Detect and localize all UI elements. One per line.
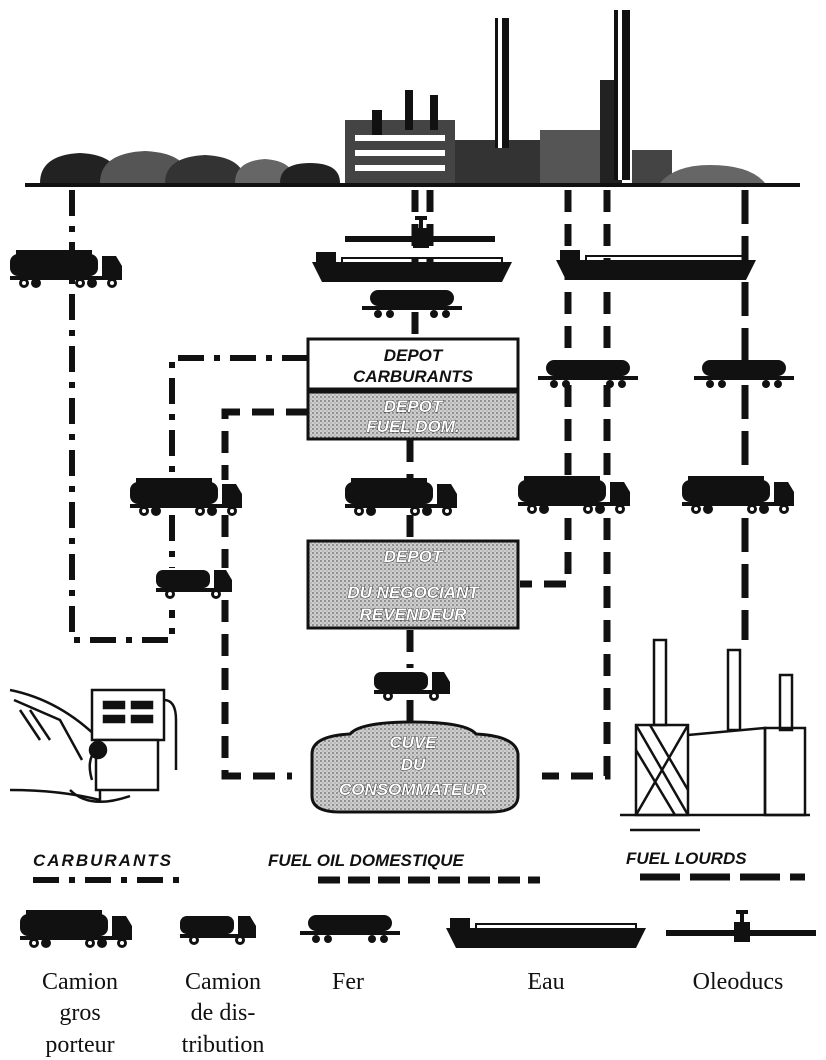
truck-big-icon [345,478,457,516]
depot-carburants-line-2: CARBURANTS [353,367,474,386]
cuve-line-1: CUVE [389,733,437,752]
line-fod-depot-left [221,408,308,480]
depot-negociant-line-2: DU NEGOCIANT [347,583,480,602]
barge-icon [555,249,757,281]
caption-camion-distribution-2: de dis- [191,1000,256,1026]
factory-building [620,638,810,832]
pipeline-valve-icon [345,216,495,248]
truck-big-icon [682,476,794,514]
cuve-consommateur-tank: CUVE DU CONSOMMATEUR [310,720,520,814]
barge-icon [445,917,647,949]
caption-camion-gros-porteur-1: Camion [42,969,118,995]
depot-fuel-dom-line-1: DEPOT [384,397,444,416]
caption-oleoducs: Oleoducs [693,969,784,995]
truck-small-icon [180,916,256,945]
caption-camion-distribution-3: tribution [182,1032,265,1058]
caption-camion-gros-porteur-2: gros [59,1000,100,1026]
line-carburants-left [69,190,175,643]
caption-camion-gros-porteur-3: porteur [45,1032,114,1058]
railcar-icon [538,360,638,388]
depot-carburants-line-1: DEPOT [384,346,444,365]
caption-eau: Eau [527,969,564,995]
truck-small-icon [156,570,232,599]
caption-fer: Fer [332,969,364,995]
truck-big-icon [518,476,630,514]
legend: CARBURANTS FUEL OIL DOMESTIQUE FUEL LOUR… [33,849,805,884]
vehicle-key: Camion gros porteur Camion de dis- tribu… [20,910,816,1058]
depot-negociant-line-3: REVENDEUR [360,605,467,624]
railcar-icon [694,360,794,388]
caption-camion-distribution-1: Camion [185,969,261,995]
legend-carburants: CARBURANTS [33,851,173,870]
depot-fuel-dom-line-2: FUEL DOM. [366,417,459,436]
legend-fuel-oil-domestique: FUEL OIL DOMESTIQUE [268,851,464,870]
line-carburants-depot [169,355,308,480]
truck-big-icon [130,478,242,516]
truck-big-icon [10,250,122,288]
cuve-line-2: DU [401,755,426,774]
truck-big-icon [20,910,132,948]
cuve-line-3: CONSOMMATEUR [339,780,488,799]
depot-negociant-box: DEPOT DU NEGOCIANT REVENDEUR [306,539,520,630]
barge-icon [311,251,513,283]
car-and-fuel-pump [9,688,178,803]
legend-fuel-lourds: FUEL LOURDS [626,849,747,868]
depot-fuel-dom-box: DEPOT FUEL DOM. [306,390,520,441]
refinery-skyline [25,10,800,187]
pipeline-valve-icon [666,910,816,942]
truck-small-icon [374,672,450,701]
railcar-icon [300,915,400,943]
depot-negociant-line-1: DEPOT [384,547,444,566]
depot-carburants-box: DEPOT CARBURANTS [306,337,520,391]
